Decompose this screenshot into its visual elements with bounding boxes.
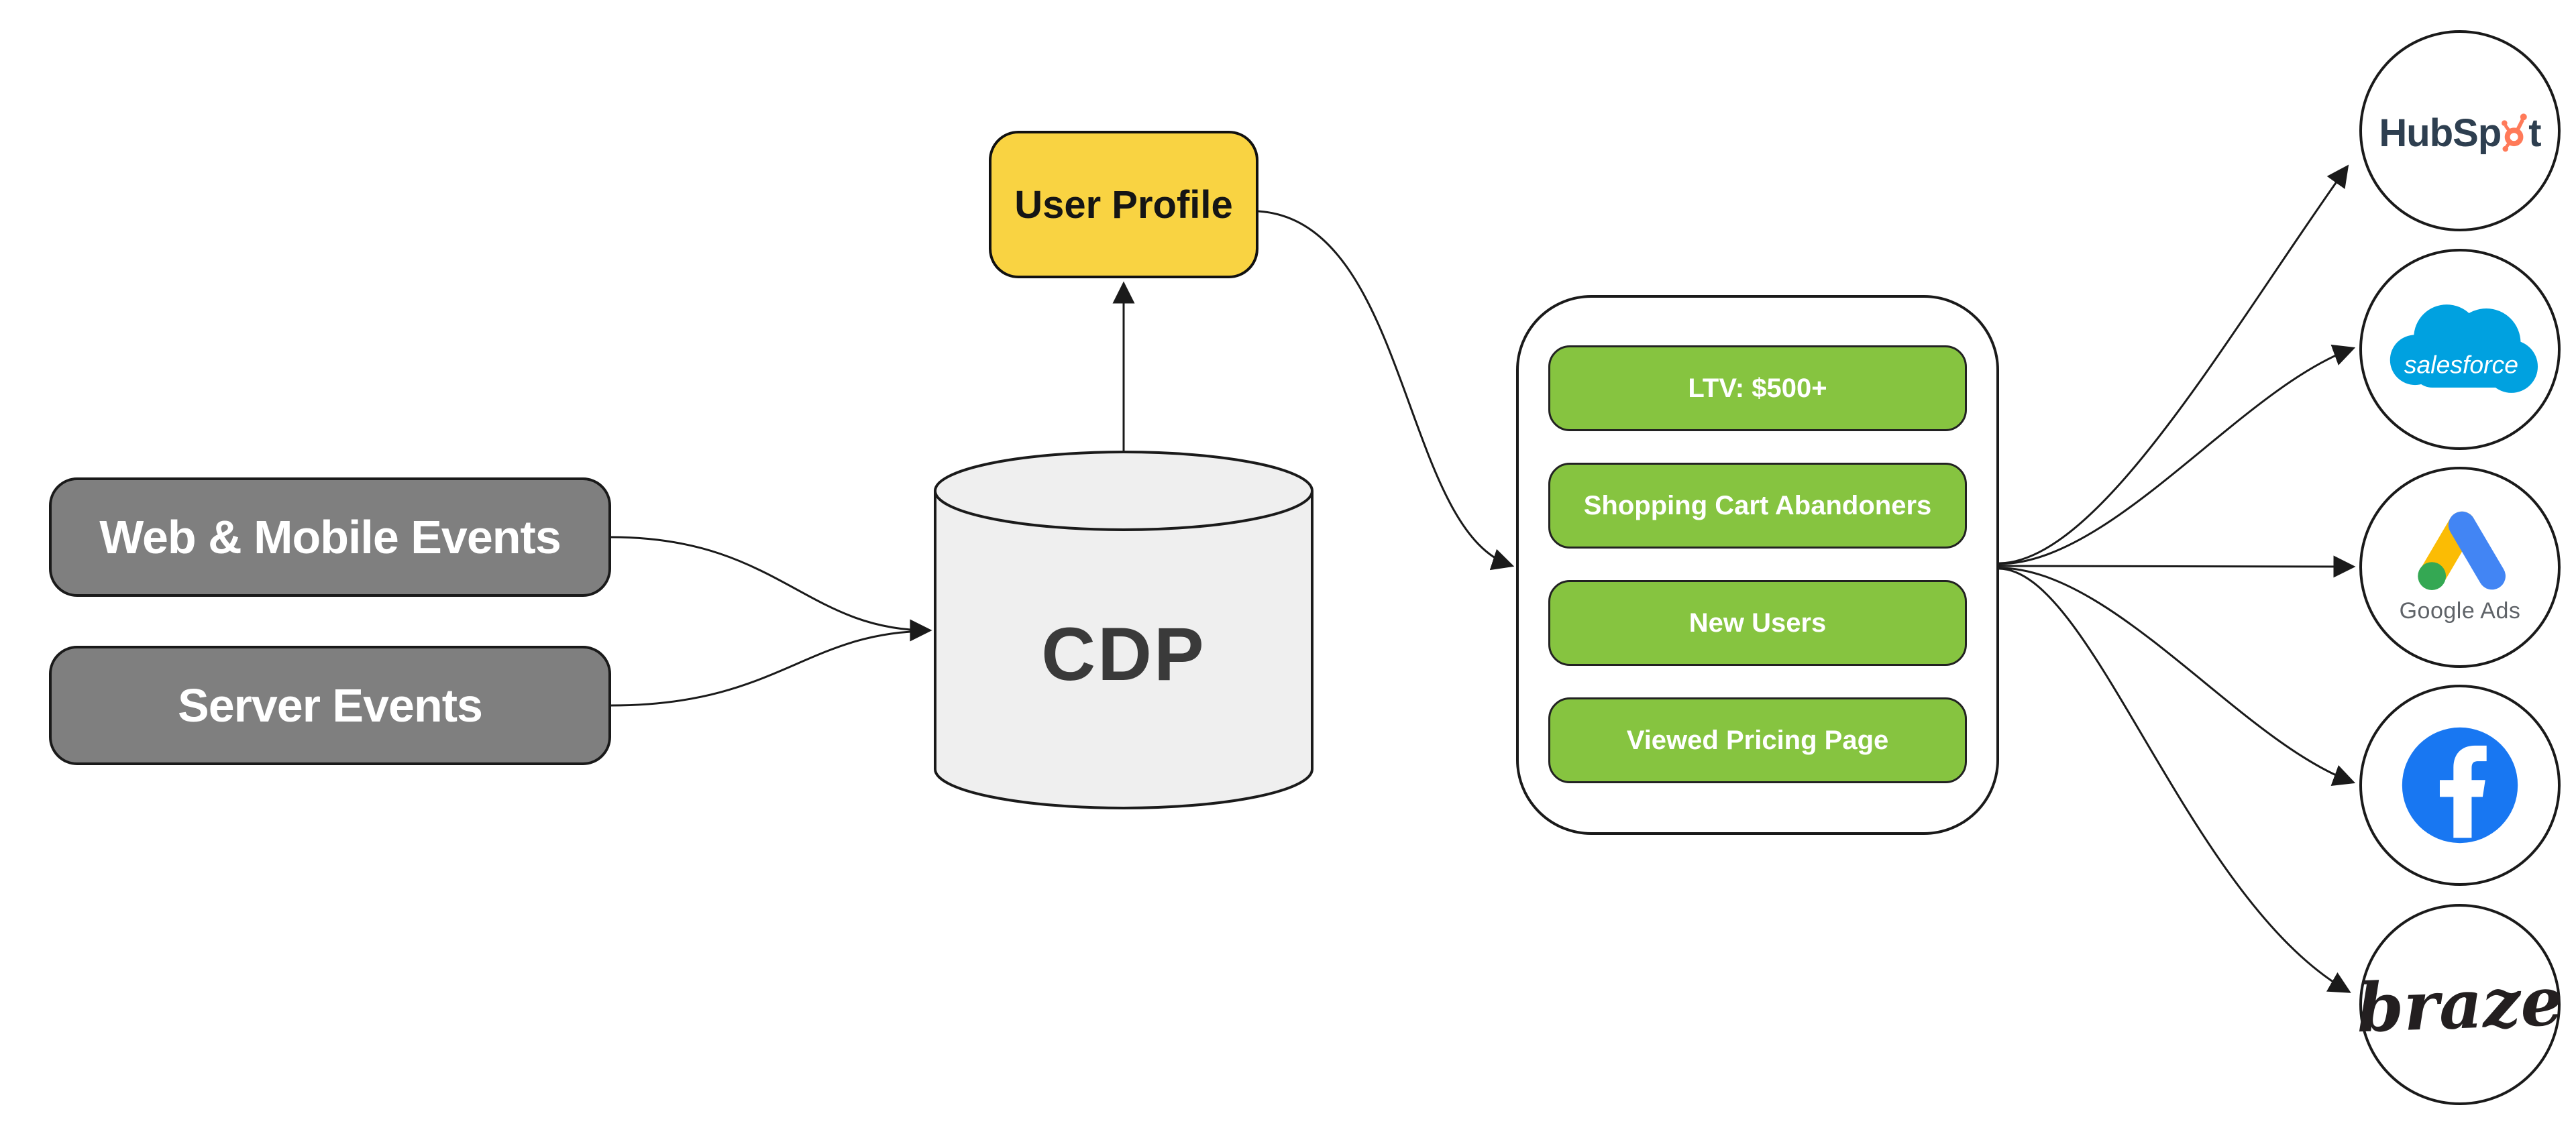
node-hubspot[interactable]: HubSp t bbox=[2359, 30, 2561, 231]
segment-ltv[interactable]: LTV: $500+ bbox=[1548, 345, 1967, 431]
salesforce-wordmark: salesforce bbox=[2404, 350, 2518, 378]
node-user-profile[interactable]: User Profile bbox=[989, 131, 1258, 278]
node-salesforce[interactable]: salesforce bbox=[2359, 249, 2561, 450]
edge-segments-to-salesforce bbox=[1998, 344, 2356, 565]
google-ads-icon bbox=[2418, 511, 2506, 590]
node-facebook[interactable] bbox=[2359, 685, 2561, 886]
cdp-cylinder-top[interactable] bbox=[934, 451, 1313, 531]
edge-profile-to-segments bbox=[1258, 210, 1515, 571]
node-server-events[interactable]: Server Events bbox=[49, 646, 611, 765]
edge-segments-to-hubspot bbox=[1998, 164, 2349, 565]
hubspot-sprocket-icon bbox=[2502, 113, 2528, 152]
segment-cart-abandoners[interactable]: Shopping Cart Abandoners bbox=[1548, 463, 1967, 549]
segment-viewed-pricing-label: Viewed Pricing Page bbox=[1626, 725, 1889, 755]
hubspot-wordmark-suffix: t bbox=[2528, 111, 2541, 155]
edge-segments-to-facebook bbox=[1998, 567, 2356, 786]
segment-cart-abandoners-label: Shopping Cart Abandoners bbox=[1583, 490, 1932, 520]
braze-wordmark: braze bbox=[2355, 961, 2565, 1048]
edge-segments-to-braze bbox=[1998, 567, 2351, 993]
google-ads-label: Google Ads bbox=[2399, 597, 2521, 624]
node-user-profile-label: User Profile bbox=[1014, 182, 1233, 227]
edge-server-to-cdp bbox=[610, 630, 929, 707]
edge-segments-to-googleads bbox=[1998, 555, 2356, 578]
salesforce-cloud-icon: salesforce bbox=[2390, 304, 2538, 393]
facebook-f-icon bbox=[2439, 745, 2487, 838]
node-web-mobile-events-label: Web & Mobile Events bbox=[99, 511, 561, 563]
hubspot-wordmark-prefix: HubSp bbox=[2379, 111, 2502, 155]
edge-webmobile-to-cdp bbox=[610, 536, 932, 642]
cdp-label: CDP bbox=[1041, 612, 1206, 696]
node-web-mobile-events[interactable]: Web & Mobile Events bbox=[49, 477, 611, 597]
segment-new-users[interactable]: New Users bbox=[1548, 580, 1967, 666]
segment-new-users-label: New Users bbox=[1688, 608, 1827, 638]
node-google-ads[interactable]: Google Ads bbox=[2359, 467, 2561, 668]
hubspot-logo: HubSp t bbox=[2379, 109, 2542, 155]
segment-ltv-label: LTV: $500+ bbox=[1688, 373, 1827, 403]
node-braze[interactable]: braze bbox=[2355, 904, 2565, 1105]
segment-viewed-pricing[interactable]: Viewed Pricing Page bbox=[1548, 697, 1967, 783]
cdp-cylinder-body[interactable] bbox=[934, 491, 1313, 809]
facebook-logo bbox=[2402, 727, 2518, 844]
node-server-events-label: Server Events bbox=[178, 679, 483, 732]
